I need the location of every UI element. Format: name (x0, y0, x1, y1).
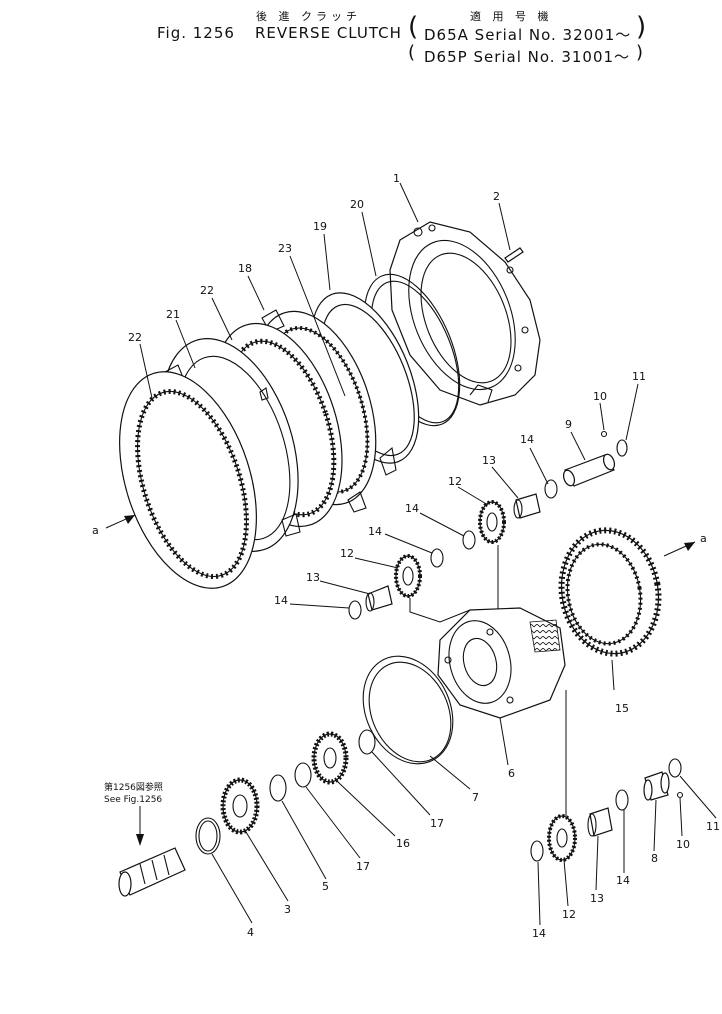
callout-6: 6 (508, 767, 515, 780)
reference-note-en: See Fig.1256 (104, 795, 162, 805)
callout-17-b: 17 (356, 860, 370, 873)
washer-14-middle-b (348, 600, 362, 620)
callout-a-left: a (92, 524, 99, 537)
shaft-reference (118, 806, 186, 897)
callout-1: 1 (393, 172, 400, 185)
ring-4 (195, 817, 221, 855)
callout-9: 9 (565, 418, 572, 431)
gear-12-middle (394, 554, 422, 598)
callout-16: 16 (396, 837, 410, 850)
figure-label: Fig. 1256 (157, 24, 235, 42)
friction-disc-22-lower (119, 371, 257, 589)
bearing-13-upper (513, 493, 541, 519)
callout-13-upper: 13 (482, 454, 496, 467)
callout-7: 7 (472, 791, 479, 804)
callout-4: 4 (247, 926, 254, 939)
callout-12-lower: 12 (562, 908, 576, 921)
washer-14-upper-b (462, 530, 476, 550)
callout-12-upper: 12 (448, 475, 462, 488)
callout-labels: 1 2 20 19 23 18 22 21 22 10 11 9 14 13 1… (92, 172, 720, 940)
carrier-6 (437, 607, 566, 719)
washer-14-lower-b (530, 840, 544, 862)
snap-ring-11-lower (668, 758, 682, 778)
bearing-13-lower (587, 807, 613, 837)
callout-13-middle: 13 (306, 571, 320, 584)
figure-title: REVERSE CLUTCH (255, 24, 402, 42)
clutch-housing (389, 221, 541, 406)
gear-16 (311, 731, 349, 785)
snap-ring-17-b (294, 762, 312, 788)
callout-18: 18 (238, 262, 252, 275)
callout-14-e: 14 (616, 874, 630, 887)
washer-14-middle-a (430, 548, 444, 568)
callout-17-a: 17 (430, 817, 444, 830)
callout-22-upper: 22 (200, 284, 214, 297)
leader-lines (139, 182, 717, 926)
open-paren-1: ( (408, 12, 420, 42)
close-paren-1: ) (636, 12, 648, 42)
open-paren-2: ( (408, 42, 417, 63)
serial-line-2: D65P Serial No. 31001～ (424, 48, 631, 66)
arrow-a-left (105, 514, 136, 529)
ring-gear-15 (558, 527, 662, 657)
washer-14-upper-a (544, 479, 558, 499)
callout-3: 3 (284, 903, 291, 916)
leader-gear-carrier-2 (409, 598, 471, 623)
title-jp: 後 進 クラッチ (256, 10, 361, 23)
washer-14-lower-a (615, 789, 629, 811)
snap-ring-11-upper (616, 439, 628, 457)
callout-10-upper: 10 (593, 390, 607, 403)
callout-14-a: 14 (520, 433, 534, 446)
callout-21: 21 (166, 308, 180, 321)
shaft-9 (562, 453, 616, 487)
reference-note-jp: 第1256図参照 (104, 781, 163, 793)
callout-12-middle: 12 (340, 547, 354, 560)
callout-2: 2 (493, 190, 500, 203)
serial-line-1: D65A Serial No. 32001～ (424, 26, 632, 44)
arrow-a-right (663, 541, 696, 557)
callout-15: 15 (615, 702, 629, 715)
gear-12-lower (547, 814, 577, 862)
callout-13-lower: 13 (590, 892, 604, 905)
callout-11-lower: 11 (706, 820, 720, 833)
callout-14-d: 14 (274, 594, 288, 607)
seal-ring-7 (362, 655, 454, 765)
callout-14-f: 14 (532, 927, 546, 940)
callout-23: 23 (278, 242, 292, 255)
callout-19: 19 (313, 220, 327, 233)
callout-11-upper: 11 (632, 370, 646, 383)
snap-ring-17-a (358, 729, 376, 755)
ring-5 (269, 774, 287, 802)
callout-14-b: 14 (405, 502, 419, 515)
callout-10-lower: 10 (676, 838, 690, 851)
pin-2 (504, 247, 524, 263)
gear-12-upper (478, 500, 506, 544)
gear-3 (220, 777, 260, 835)
callout-5: 5 (322, 880, 329, 893)
ball-10-lower (676, 791, 684, 799)
callout-a-right: a (700, 532, 707, 545)
shaft-8 (643, 771, 670, 801)
callout-8: 8 (651, 852, 658, 865)
callout-22-lower: 22 (128, 331, 142, 344)
callout-14-c: 14 (368, 525, 382, 538)
callout-20: 20 (350, 198, 364, 211)
bearing-13-middle (365, 585, 393, 612)
applicable-models-jp: 適 用 号 機 (470, 10, 553, 23)
close-paren-2: ) (636, 42, 645, 63)
ball-10-upper (600, 430, 608, 438)
